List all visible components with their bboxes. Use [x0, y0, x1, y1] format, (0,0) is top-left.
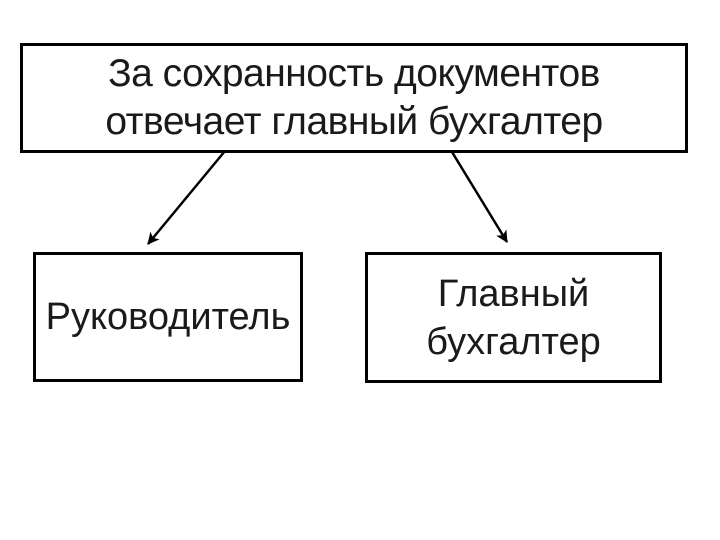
title-box: За сохранность документов отвечает главн… [20, 43, 688, 153]
arrow-title-to-right-box-icon [450, 151, 509, 243]
title-line-1: За сохранность документов [108, 52, 600, 95]
left-node-label: Руководитель [45, 296, 291, 338]
arrow-title-to-left-box-icon [147, 150, 226, 245]
left-node-box: Руководитель [33, 252, 303, 382]
title-line-2: отвечает главный бухгалтер [105, 100, 603, 143]
right-node-box: Главный бухгалтер [365, 252, 662, 383]
right-node-label-line-1: Главный [437, 272, 590, 315]
right-node-label-line-2: бухгалтер [426, 320, 601, 363]
